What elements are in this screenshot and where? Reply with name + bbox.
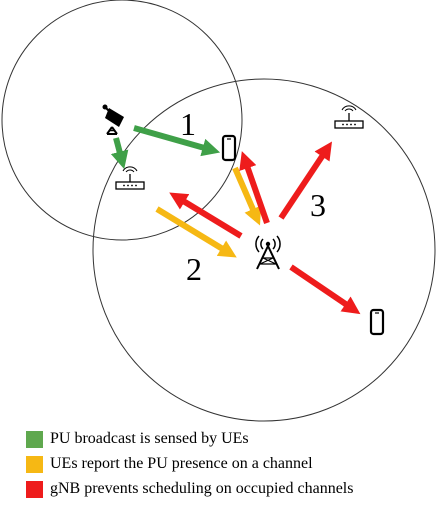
gnb-coverage-circle: [92, 78, 436, 422]
arrow-gnb-to-phone: [239, 151, 270, 224]
step-3-label: 3: [310, 187, 326, 223]
satellite-dish-icon: [102, 104, 124, 135]
wifi-router-icon: [115, 166, 145, 190]
legend-label: gNB prevents scheduling on occupied chan…: [50, 480, 354, 497]
smartphone-icon: [369, 308, 385, 336]
legend-label: UEs report the PU presence on a channel: [50, 455, 313, 472]
wifi-router-icon: [334, 105, 364, 129]
legend-item-green: PU broadcast is sensed by UEs: [26, 428, 353, 450]
step-2-label: 2: [186, 251, 202, 287]
pu-coverage-circle: [1, 0, 243, 241]
arrow-pu-to-phone: [133, 125, 221, 157]
arrow-pu-to-router: [110, 137, 129, 170]
arrow-router-to-gnb: [155, 206, 237, 258]
arrow-phone-to-gnb: [232, 166, 262, 226]
arrow-gnb-to-router: [169, 192, 243, 239]
legend-swatch: [26, 430, 43, 448]
legend-label: PU broadcast is sensed by UEs: [50, 430, 249, 447]
legend-swatch: [26, 455, 43, 473]
legend-swatch: [26, 480, 43, 498]
cell-tower-icon: [255, 235, 281, 270]
legend-item-red: gNB prevents scheduling on occupied chan…: [26, 478, 353, 500]
smartphone-icon: [221, 134, 237, 162]
legend: PU broadcast is sensed by UEs UEs report…: [26, 428, 353, 503]
coverage-diagram: 1 2 3: [1, 0, 436, 422]
arrow-gnb-to-phone-bottom: [289, 264, 361, 315]
arrow-gnb-to-router-right: [278, 141, 332, 220]
step-1-label: 1: [180, 106, 196, 142]
legend-item-yellow: UEs report the PU presence on a channel: [26, 453, 353, 475]
